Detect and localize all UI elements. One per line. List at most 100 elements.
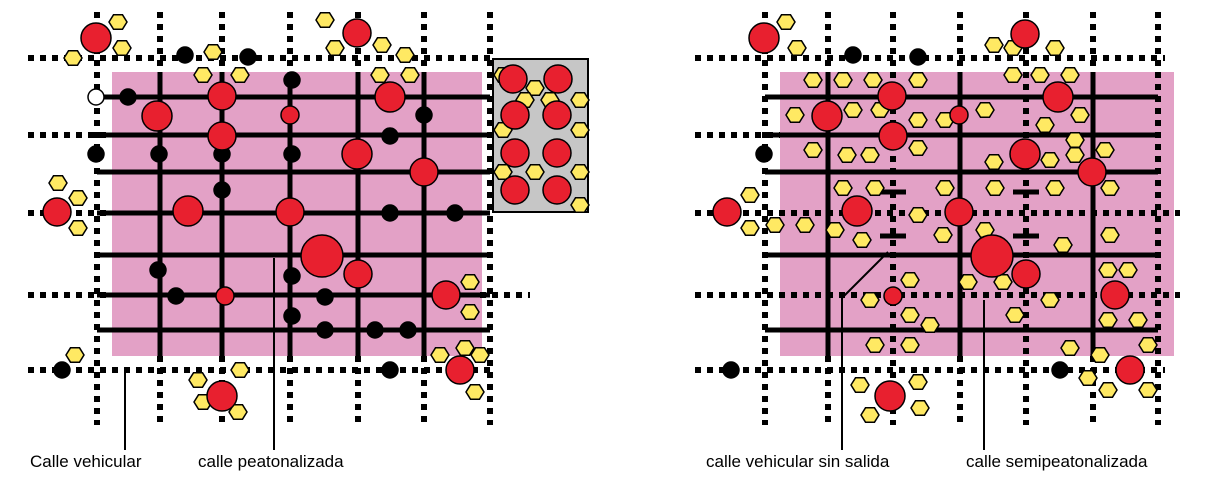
yellow-hexagon-icon bbox=[985, 180, 1005, 196]
yellow-hexagon-icon bbox=[1005, 307, 1025, 323]
label-calle-vehicular: Calle vehicular bbox=[30, 452, 142, 471]
red-circle-icon bbox=[1009, 138, 1041, 170]
right-dead-end-leader-diag bbox=[841, 251, 889, 299]
red-circle-icon bbox=[1042, 81, 1074, 113]
red-circle-icon bbox=[944, 197, 974, 227]
black-circle-icon bbox=[150, 145, 168, 163]
yellow-hexagon-icon bbox=[525, 164, 545, 180]
black-circle-icon bbox=[283, 145, 301, 163]
yellow-hexagon-icon bbox=[860, 407, 880, 423]
black-circle-icon bbox=[119, 88, 137, 106]
red-circle-icon bbox=[42, 197, 72, 227]
yellow-hexagon-icon bbox=[908, 112, 928, 128]
yellow-hexagon-icon bbox=[787, 40, 807, 56]
black-circle-icon bbox=[213, 181, 231, 199]
black-circle-icon bbox=[755, 145, 773, 163]
yellow-hexagon-icon bbox=[795, 217, 815, 233]
yellow-hexagon-icon bbox=[803, 72, 823, 88]
red-circle-icon bbox=[1077, 157, 1107, 187]
yellow-hexagon-icon bbox=[325, 40, 345, 56]
yellow-hexagon-icon bbox=[48, 175, 68, 191]
yellow-hexagon-icon bbox=[570, 197, 590, 213]
yellow-hexagon-icon bbox=[865, 180, 885, 196]
yellow-hexagon-icon bbox=[455, 340, 475, 356]
yellow-hexagon-icon bbox=[460, 304, 480, 320]
red-circle-icon bbox=[542, 175, 572, 205]
yellow-hexagon-icon bbox=[430, 347, 450, 363]
yellow-hexagon-icon bbox=[1035, 117, 1055, 133]
red-circle-icon bbox=[811, 100, 843, 132]
yellow-hexagon-icon bbox=[465, 384, 485, 400]
red-circle-icon bbox=[970, 234, 1014, 278]
yellow-hexagon-icon bbox=[570, 92, 590, 108]
yellow-hexagon-icon bbox=[908, 72, 928, 88]
yellow-hexagon-icon bbox=[1100, 227, 1120, 243]
yellow-hexagon-icon bbox=[1065, 147, 1085, 163]
red-circle-icon bbox=[342, 18, 372, 48]
red-circle-icon bbox=[431, 280, 461, 310]
yellow-hexagon-icon bbox=[570, 122, 590, 138]
yellow-hexagon-icon bbox=[975, 102, 995, 118]
red-circle-icon bbox=[748, 22, 780, 54]
yellow-hexagon-icon bbox=[63, 50, 83, 66]
yellow-hexagon-icon bbox=[370, 67, 390, 83]
red-circle-icon bbox=[343, 259, 373, 289]
black-circle-icon bbox=[909, 48, 927, 66]
yellow-hexagon-icon bbox=[228, 404, 248, 420]
yellow-hexagon-icon bbox=[570, 164, 590, 180]
left-vehicular-streets bbox=[28, 12, 530, 425]
yellow-hexagon-icon bbox=[910, 400, 930, 416]
label-calle-peatonalizada: calle peatonalizada bbox=[198, 452, 344, 471]
red-circle-icon bbox=[172, 195, 204, 227]
red-circle-icon bbox=[1011, 259, 1041, 289]
red-circle-icon bbox=[542, 138, 572, 168]
red-circle-icon bbox=[1100, 280, 1130, 310]
yellow-hexagon-icon bbox=[935, 180, 955, 196]
yellow-hexagon-icon bbox=[65, 347, 85, 363]
black-circle-icon bbox=[87, 145, 105, 163]
yellow-hexagon-icon bbox=[1053, 237, 1073, 253]
black-circle-icon bbox=[283, 71, 301, 89]
black-circle-icon bbox=[415, 106, 433, 124]
red-circle-icon bbox=[874, 380, 906, 412]
red-circle-icon bbox=[877, 81, 907, 111]
yellow-hexagon-icon bbox=[400, 67, 420, 83]
yellow-hexagon-icon bbox=[865, 337, 885, 353]
red-circle-icon bbox=[280, 105, 300, 125]
yellow-hexagon-icon bbox=[863, 72, 883, 88]
red-circle-icon bbox=[500, 100, 530, 130]
yellow-hexagon-icon bbox=[1098, 382, 1118, 398]
red-circle-icon bbox=[300, 234, 344, 278]
black-circle-icon bbox=[381, 361, 399, 379]
yellow-hexagon-icon bbox=[843, 102, 863, 118]
yellow-hexagon-icon bbox=[908, 207, 928, 223]
yellow-hexagon-icon bbox=[900, 337, 920, 353]
yellow-hexagon-icon bbox=[984, 154, 1004, 170]
yellow-hexagon-icon bbox=[395, 47, 415, 63]
yellow-hexagon-icon bbox=[825, 222, 845, 238]
yellow-hexagon-icon bbox=[785, 107, 805, 123]
yellow-hexagon-icon bbox=[1118, 262, 1138, 278]
residence-dots bbox=[53, 46, 1069, 379]
red-circle-icon bbox=[949, 105, 969, 125]
yellow-hexagon-icon bbox=[460, 274, 480, 290]
black-circle-icon bbox=[149, 261, 167, 279]
label-calle-semipeatonalizada: calle semipeatonalizada bbox=[966, 452, 1148, 471]
white-circle-icon bbox=[87, 88, 105, 106]
yellow-hexagon-icon bbox=[1138, 337, 1158, 353]
right-vehicular-streets bbox=[695, 12, 1180, 425]
yellow-hexagon-icon bbox=[900, 272, 920, 288]
black-circle-icon bbox=[316, 288, 334, 306]
black-circle-icon bbox=[366, 321, 384, 339]
yellow-hexagon-icon bbox=[112, 40, 132, 56]
yellow-hexagon-icon bbox=[1040, 292, 1060, 308]
red-circle-icon bbox=[207, 81, 237, 111]
red-circle-icon bbox=[543, 64, 573, 94]
yellow-hexagon-icon bbox=[1078, 370, 1098, 386]
red-circle-icon bbox=[215, 286, 235, 306]
yellow-hexagon-icon bbox=[833, 180, 853, 196]
yellow-hexagon-icon bbox=[1045, 40, 1065, 56]
activity-hexagons bbox=[48, 12, 1158, 423]
yellow-hexagon-icon bbox=[860, 147, 880, 163]
